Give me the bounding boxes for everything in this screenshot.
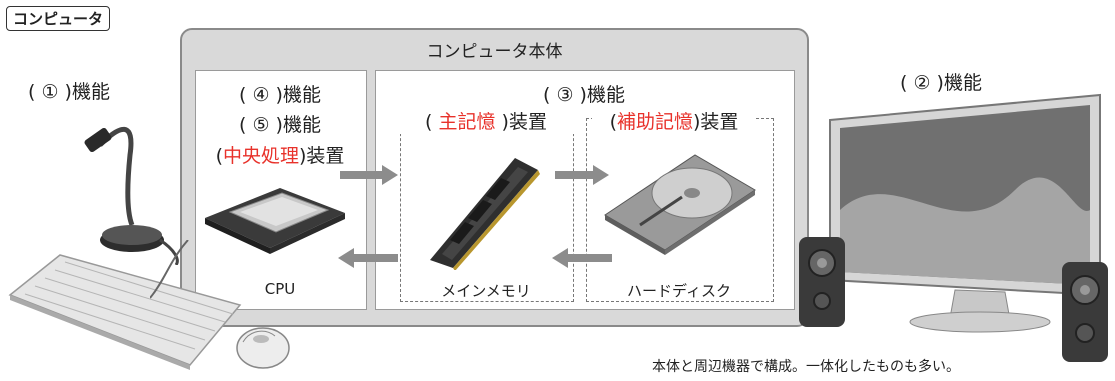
aux-storage-highlight: 補助記憶 (616, 111, 693, 133)
cpu-to-memory-arrow (340, 165, 398, 185)
memory-module-icon (430, 158, 540, 270)
monitor-icon (829, 93, 1101, 333)
cpu-caption: CPU (264, 280, 296, 298)
aux-storage-device-label: (補助記憶)装置 (592, 107, 756, 134)
microphone-icon (84, 126, 179, 265)
cpu-function-5-label: ( ⑤ )機能 (239, 114, 321, 136)
category-tag: コンピュータ (6, 6, 111, 31)
memory-to-cpu-arrow (338, 248, 398, 268)
footnote: 本体と周辺機器で構成。一体化したものも多い。 (652, 359, 960, 375)
computer-body-title: コンピュータ本体 (426, 42, 563, 62)
disk-to-memory-arrow (552, 248, 612, 268)
hdd-caption: ハードディスク (627, 282, 731, 300)
right-speaker-icon (1062, 262, 1108, 362)
cable-icon (150, 240, 189, 299)
cpu-device-label: (中央処理)装置 (190, 141, 370, 168)
cpu-device-close: )装置 (299, 145, 345, 167)
memory-to-disk-arrow (555, 165, 609, 185)
hard-disk-icon (604, 154, 756, 255)
cpu-chip-icon (205, 188, 345, 254)
aux-storage-close: )装置 (693, 111, 739, 133)
main-memory-highlight: 主記憶 (438, 111, 496, 133)
cpu-device-highlight: 中央処理 (222, 145, 299, 167)
main-memory-device-label: ( 主記憶 )装置 (393, 107, 579, 134)
mouse-icon (236, 327, 290, 369)
main-memory-close: )装置 (495, 111, 547, 133)
cpu-device-open: ( (215, 145, 223, 167)
storage-function-label: ( ③ )機能 (543, 84, 625, 106)
main-memory-open: ( (425, 111, 439, 133)
left-speaker-icon (799, 237, 845, 327)
aux-storage-open: ( (609, 111, 617, 133)
keyboard-icon (8, 254, 242, 370)
memory-caption: メインメモリ (441, 282, 531, 300)
output-function-label: ( ② )機能 (900, 72, 982, 94)
cpu-function-4-label: ( ④ )機能 (239, 84, 321, 106)
input-function-label: ( ① )機能 (28, 81, 110, 103)
